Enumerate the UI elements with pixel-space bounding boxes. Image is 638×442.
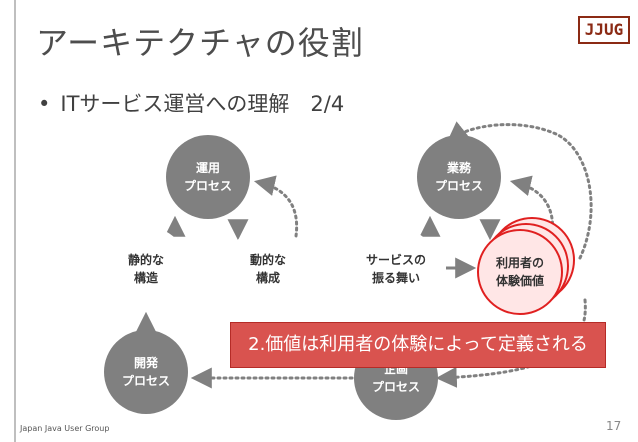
node-static-line2: 構造 (134, 270, 159, 285)
solid-arrows (135, 215, 501, 333)
slide-title: アーキテクチャの役割 (36, 24, 364, 62)
node-service-behavior: サービスの 振る舞い (354, 227, 438, 311)
node-dev-process: 開発 プロセス (104, 330, 188, 414)
node-ops-line2: プロセス (184, 178, 232, 193)
node-dev-line2: プロセス (122, 373, 170, 388)
page-number: 17 (606, 419, 622, 433)
node-ops-process: 運用 プロセス (166, 135, 250, 219)
callout-box: 2.価値は利用者の体験によって定義される (230, 322, 606, 368)
node-static-line1: 静的な (128, 252, 164, 267)
node-planning-line2: プロセス (372, 379, 420, 394)
node-business-line1: 業務 (446, 160, 472, 175)
arrow-ux-loop-dotted (446, 121, 593, 260)
node-business-process: 業務 プロセス (417, 135, 501, 219)
node-static-structure: 静的な 構造 (103, 226, 189, 312)
node-ops-line1: 運用 (196, 161, 220, 175)
node-service-line1: サービスの (366, 252, 426, 267)
bullet-text: ITサービス運営への理解 2/4 (60, 92, 345, 116)
node-dynamic-config: 動的な 構成 (226, 227, 310, 311)
jjug-logo: JJUG (578, 16, 630, 44)
node-ux-line1: 利用者の (496, 255, 544, 270)
node-dynamic-line2: 構成 (256, 270, 280, 285)
node-ux-line2: 体験価値 (496, 273, 544, 288)
footer-text: Japan Java User Group (20, 424, 110, 433)
bullet-item: • ITサービス運営への理解 2/4 (38, 88, 344, 118)
node-service-line2: 振る舞い (372, 270, 420, 285)
left-rule (14, 0, 16, 442)
node-dev-line1: 開発 (134, 355, 159, 370)
node-business-line2: プロセス (435, 178, 483, 193)
bullet-marker: • (38, 92, 51, 116)
node-user-experience-value: 利用者の 体験価値 (477, 217, 575, 315)
arrow-dynamic-to-ops-dotted (253, 175, 299, 238)
node-dynamic-line1: 動的な (250, 252, 286, 267)
